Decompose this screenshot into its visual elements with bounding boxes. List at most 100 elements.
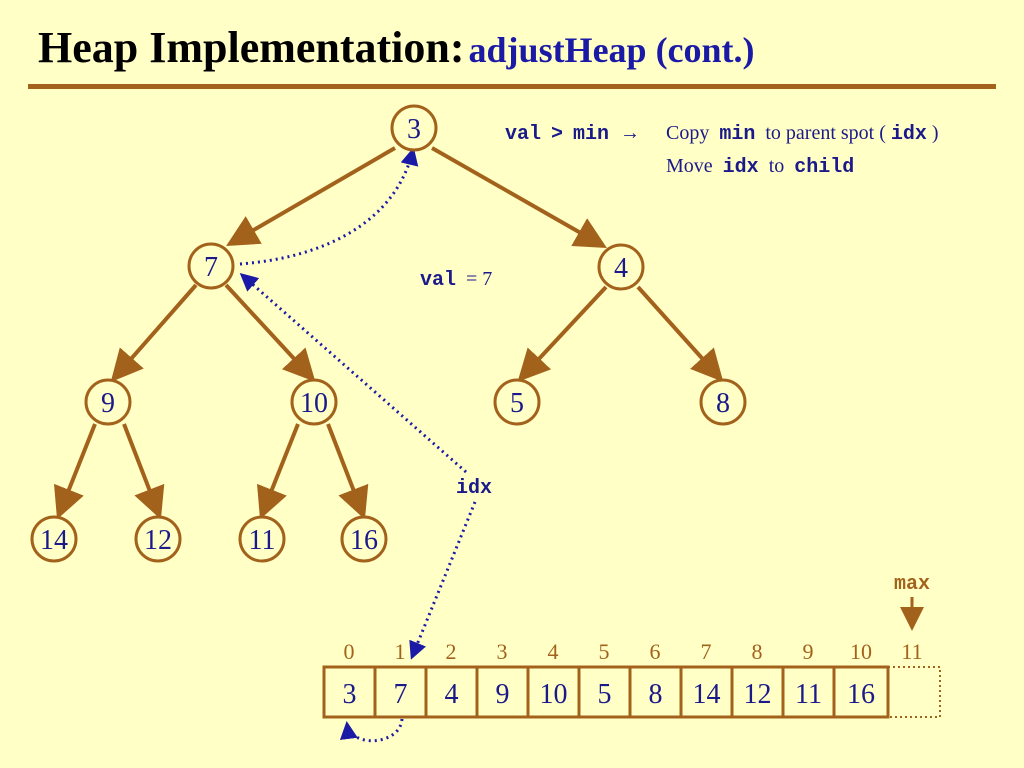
node-value: 11 <box>249 525 276 556</box>
annotation: val > min → Copy min to parent spot ( id… <box>420 122 939 500</box>
slide-title: Heap Implementation: adjustHeap (cont.) <box>38 22 755 73</box>
idx-word: idx <box>723 156 759 179</box>
cell-value: 16 <box>847 679 875 710</box>
tree-node: 14 <box>30 515 78 563</box>
cell-value: 14 <box>693 679 721 710</box>
tree-node: 12 <box>134 515 182 563</box>
array-index: 7 <box>701 639 712 664</box>
tree-nodes: 3 7 4 9 10 5 8 14 <box>30 104 747 563</box>
array-cell: 5 <box>577 665 632 719</box>
node-value: 8 <box>716 388 730 419</box>
copy-word: Copy <box>666 122 709 144</box>
edge-10-16 <box>326 423 369 520</box>
array-cell: 14 <box>679 665 734 719</box>
to-word: to <box>769 155 785 177</box>
node-value: 9 <box>101 388 115 419</box>
node-value: 5 <box>510 388 524 419</box>
array-index: 11 <box>901 639 922 664</box>
idx-label: idx <box>456 477 492 500</box>
condition-line: val > min → <box>505 122 640 146</box>
array-cell: 3 <box>322 665 377 719</box>
close-paren: ) <box>932 122 939 144</box>
tree-node: 11 <box>238 515 286 563</box>
array-indices: 0 1 2 3 4 5 6 7 8 9 10 11 <box>344 639 923 664</box>
edge-7-9 <box>110 283 198 383</box>
node-value: 3 <box>407 114 421 145</box>
move-word: Move <box>666 155 713 177</box>
array-cell: 11 <box>781 665 836 719</box>
array-cell: 16 <box>832 665 890 719</box>
array-cell: 9 <box>475 665 530 719</box>
array-index: 3 <box>497 639 508 664</box>
array-index: 10 <box>850 639 872 664</box>
array-cell: 7 <box>373 665 428 719</box>
condition-min: min <box>573 123 609 146</box>
edge-3-4 <box>431 146 607 248</box>
cell-value: 4 <box>445 679 459 710</box>
val-label: val = 7 <box>420 268 492 292</box>
cell-value: 7 <box>394 679 408 710</box>
edge-9-12 <box>122 423 165 520</box>
array-swap-arrow <box>339 718 404 743</box>
copy-up-arrow <box>239 147 419 266</box>
array-index: 6 <box>650 639 661 664</box>
empty-cell <box>887 666 941 718</box>
array-index: 5 <box>599 639 610 664</box>
cell-value: 9 <box>496 679 510 710</box>
array-index: 4 <box>548 639 559 664</box>
node-value: 7 <box>204 252 218 283</box>
idx-to-array-arrow <box>409 501 477 660</box>
node-value: 14 <box>40 525 68 556</box>
node-value: 12 <box>144 525 172 556</box>
tree-node: 5 <box>493 378 541 426</box>
condition-op: > <box>551 123 563 146</box>
tree-node: 3 <box>390 104 438 152</box>
instruction-line-1: Copy min to parent spot ( idx ) <box>666 122 939 146</box>
edge-10-11 <box>257 423 300 520</box>
cell-value: 11 <box>795 679 822 710</box>
tree-node: 9 <box>84 378 132 426</box>
array-index: 8 <box>752 639 763 664</box>
array-cell: 4 <box>424 665 479 719</box>
condition-val: val <box>505 123 541 146</box>
title-rule <box>28 84 996 89</box>
child-word: child <box>794 156 854 179</box>
arrow-glyph: → <box>620 122 640 144</box>
array-cell: 12 <box>730 665 785 719</box>
edge-7-10 <box>224 283 316 382</box>
edge-4-8 <box>636 285 724 382</box>
cell-value: 12 <box>744 679 772 710</box>
max-marker: max <box>894 573 930 631</box>
tree-node: 7 <box>187 242 235 290</box>
edge-3-7 <box>226 146 397 247</box>
title-main: Heap Implementation: <box>38 23 465 72</box>
array-index: 9 <box>803 639 814 664</box>
array-cell: 10 <box>526 665 581 719</box>
edge-4-5 <box>517 285 608 382</box>
cell-value: 8 <box>649 679 663 710</box>
idx-word: idx <box>891 123 927 146</box>
tree-node: 10 <box>290 378 338 426</box>
min-word: min <box>719 123 755 146</box>
node-value: 4 <box>614 253 628 284</box>
cell-value: 3 <box>343 679 357 710</box>
array-index: 2 <box>446 639 457 664</box>
tree-node: 8 <box>699 378 747 426</box>
pointer-arrows <box>239 147 477 743</box>
array-cell: 8 <box>628 665 683 719</box>
node-value: 10 <box>300 388 328 419</box>
array-index: 0 <box>344 639 355 664</box>
node-value: 16 <box>350 525 378 556</box>
tree-node: 16 <box>340 515 388 563</box>
cell-value: 5 <box>598 679 612 710</box>
edge-9-14 <box>54 423 97 520</box>
parent-spot-text: to parent spot ( <box>765 122 886 144</box>
instruction-line-2: Move idx to child <box>666 155 854 179</box>
idx-to-node-arrow <box>239 273 467 474</box>
val-equals: = 7 <box>466 268 492 290</box>
max-label: max <box>894 573 930 596</box>
tree-node: 4 <box>597 243 645 291</box>
cell-value: 10 <box>540 679 568 710</box>
array-index: 1 <box>395 639 406 664</box>
